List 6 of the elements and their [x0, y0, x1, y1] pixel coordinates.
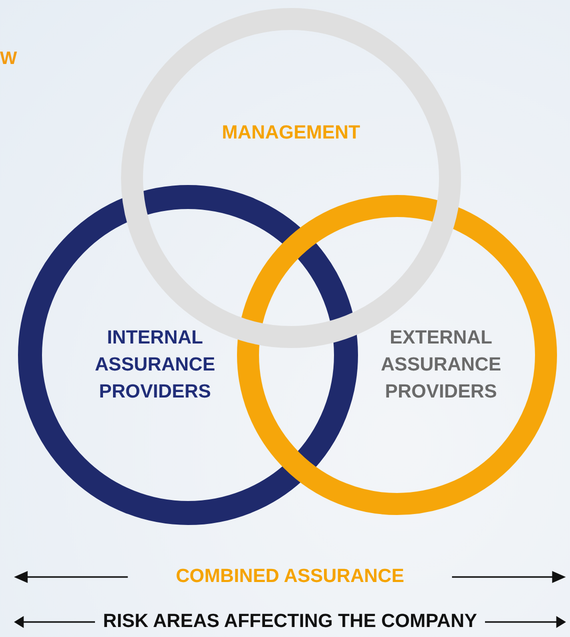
ring-label: INTERNAL ASSURANCE PROVIDERS — [94, 326, 216, 404]
span-label: COMBINED ASSURANCE — [176, 566, 404, 588]
cut-off-text: W — [0, 48, 17, 69]
ring-label: MANAGEMENT — [220, 122, 362, 146]
span-label: RISK AREAS AFFECTING THE COMPANY — [102, 611, 478, 633]
ring-label: EXTERNAL ASSURANCE PROVIDERS — [380, 326, 502, 404]
